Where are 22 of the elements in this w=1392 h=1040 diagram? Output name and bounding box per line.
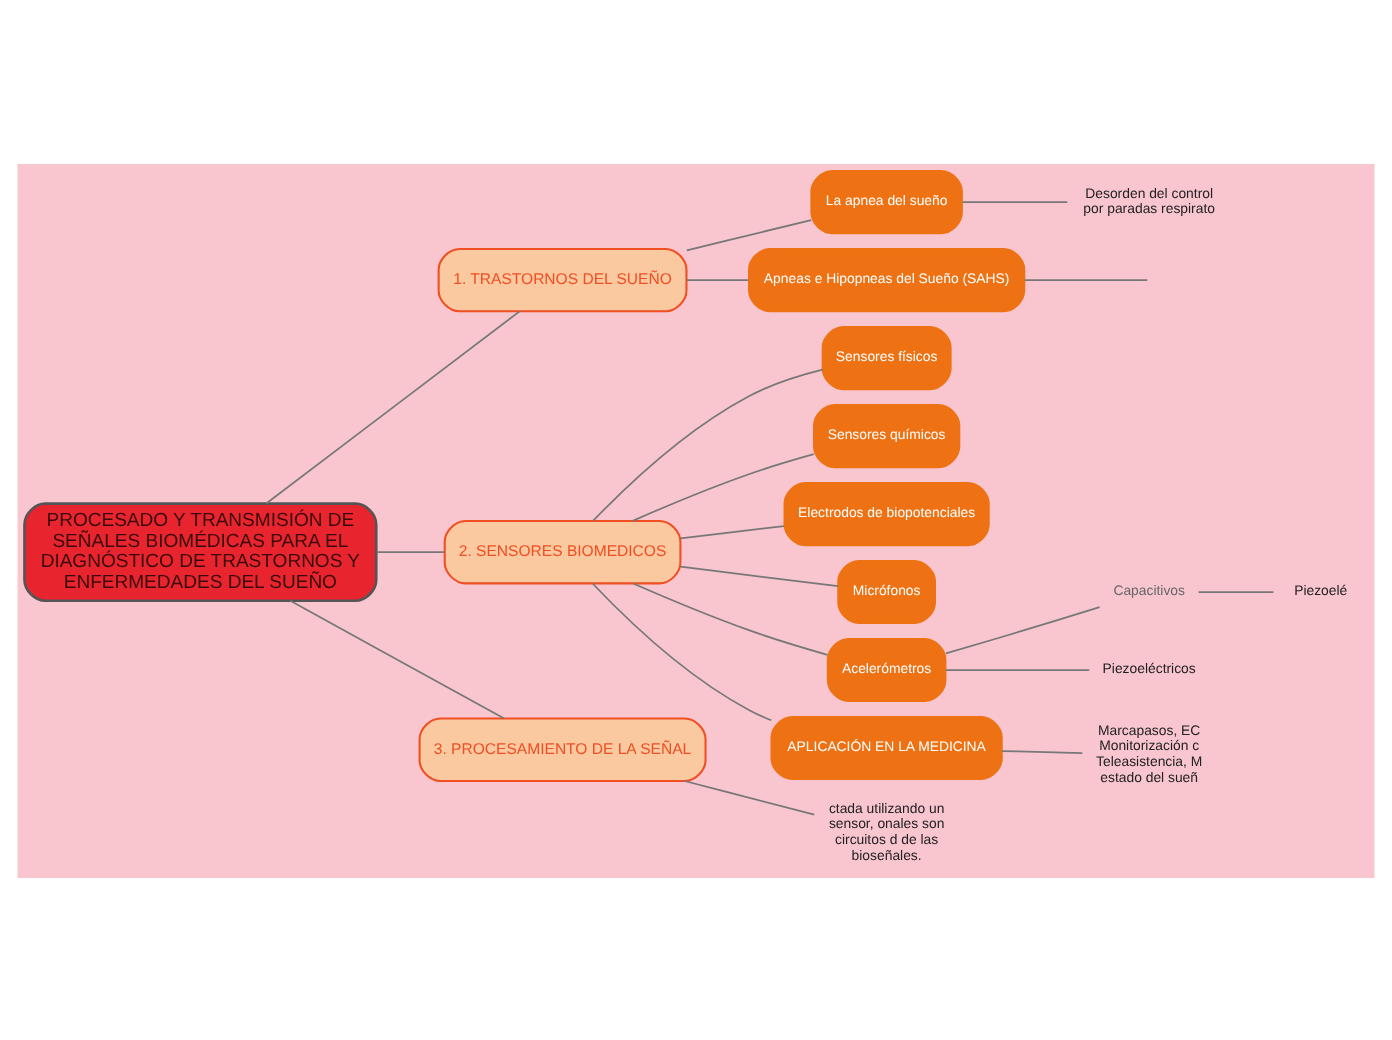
connector — [632, 581, 829, 655]
connector — [1001, 749, 1084, 754]
connector — [1023, 278, 1149, 280]
connector — [686, 218, 812, 251]
connector — [961, 200, 1069, 202]
connector — [679, 564, 839, 587]
node-box: 3. PROCESAMIENTO DE LA SEÑAL — [418, 716, 707, 781]
node-box: PROCESADO Y TRANSMISIÓN DE SEÑALES BIOMÉDICAS PARA EL DIAGNÓSTICO DE TRASTORNOS Y ENFERMEDADES DEL SUEÑO — [23, 501, 378, 601]
connector — [591, 581, 773, 721]
connector — [1197, 590, 1275, 592]
connector — [631, 452, 815, 521]
connector — [592, 367, 824, 521]
connector — [679, 524, 785, 539]
connector — [683, 779, 816, 815]
connector — [686, 278, 750, 280]
node-box: 1. TRASTORNOS DEL SUEÑO — [437, 246, 688, 312]
connector — [945, 668, 1091, 670]
connector — [289, 598, 505, 719]
connector — [375, 550, 446, 553]
node-box: 2. SENSORES BIOMEDICOS — [443, 518, 682, 584]
connector — [265, 309, 521, 504]
connector — [945, 605, 1101, 654]
